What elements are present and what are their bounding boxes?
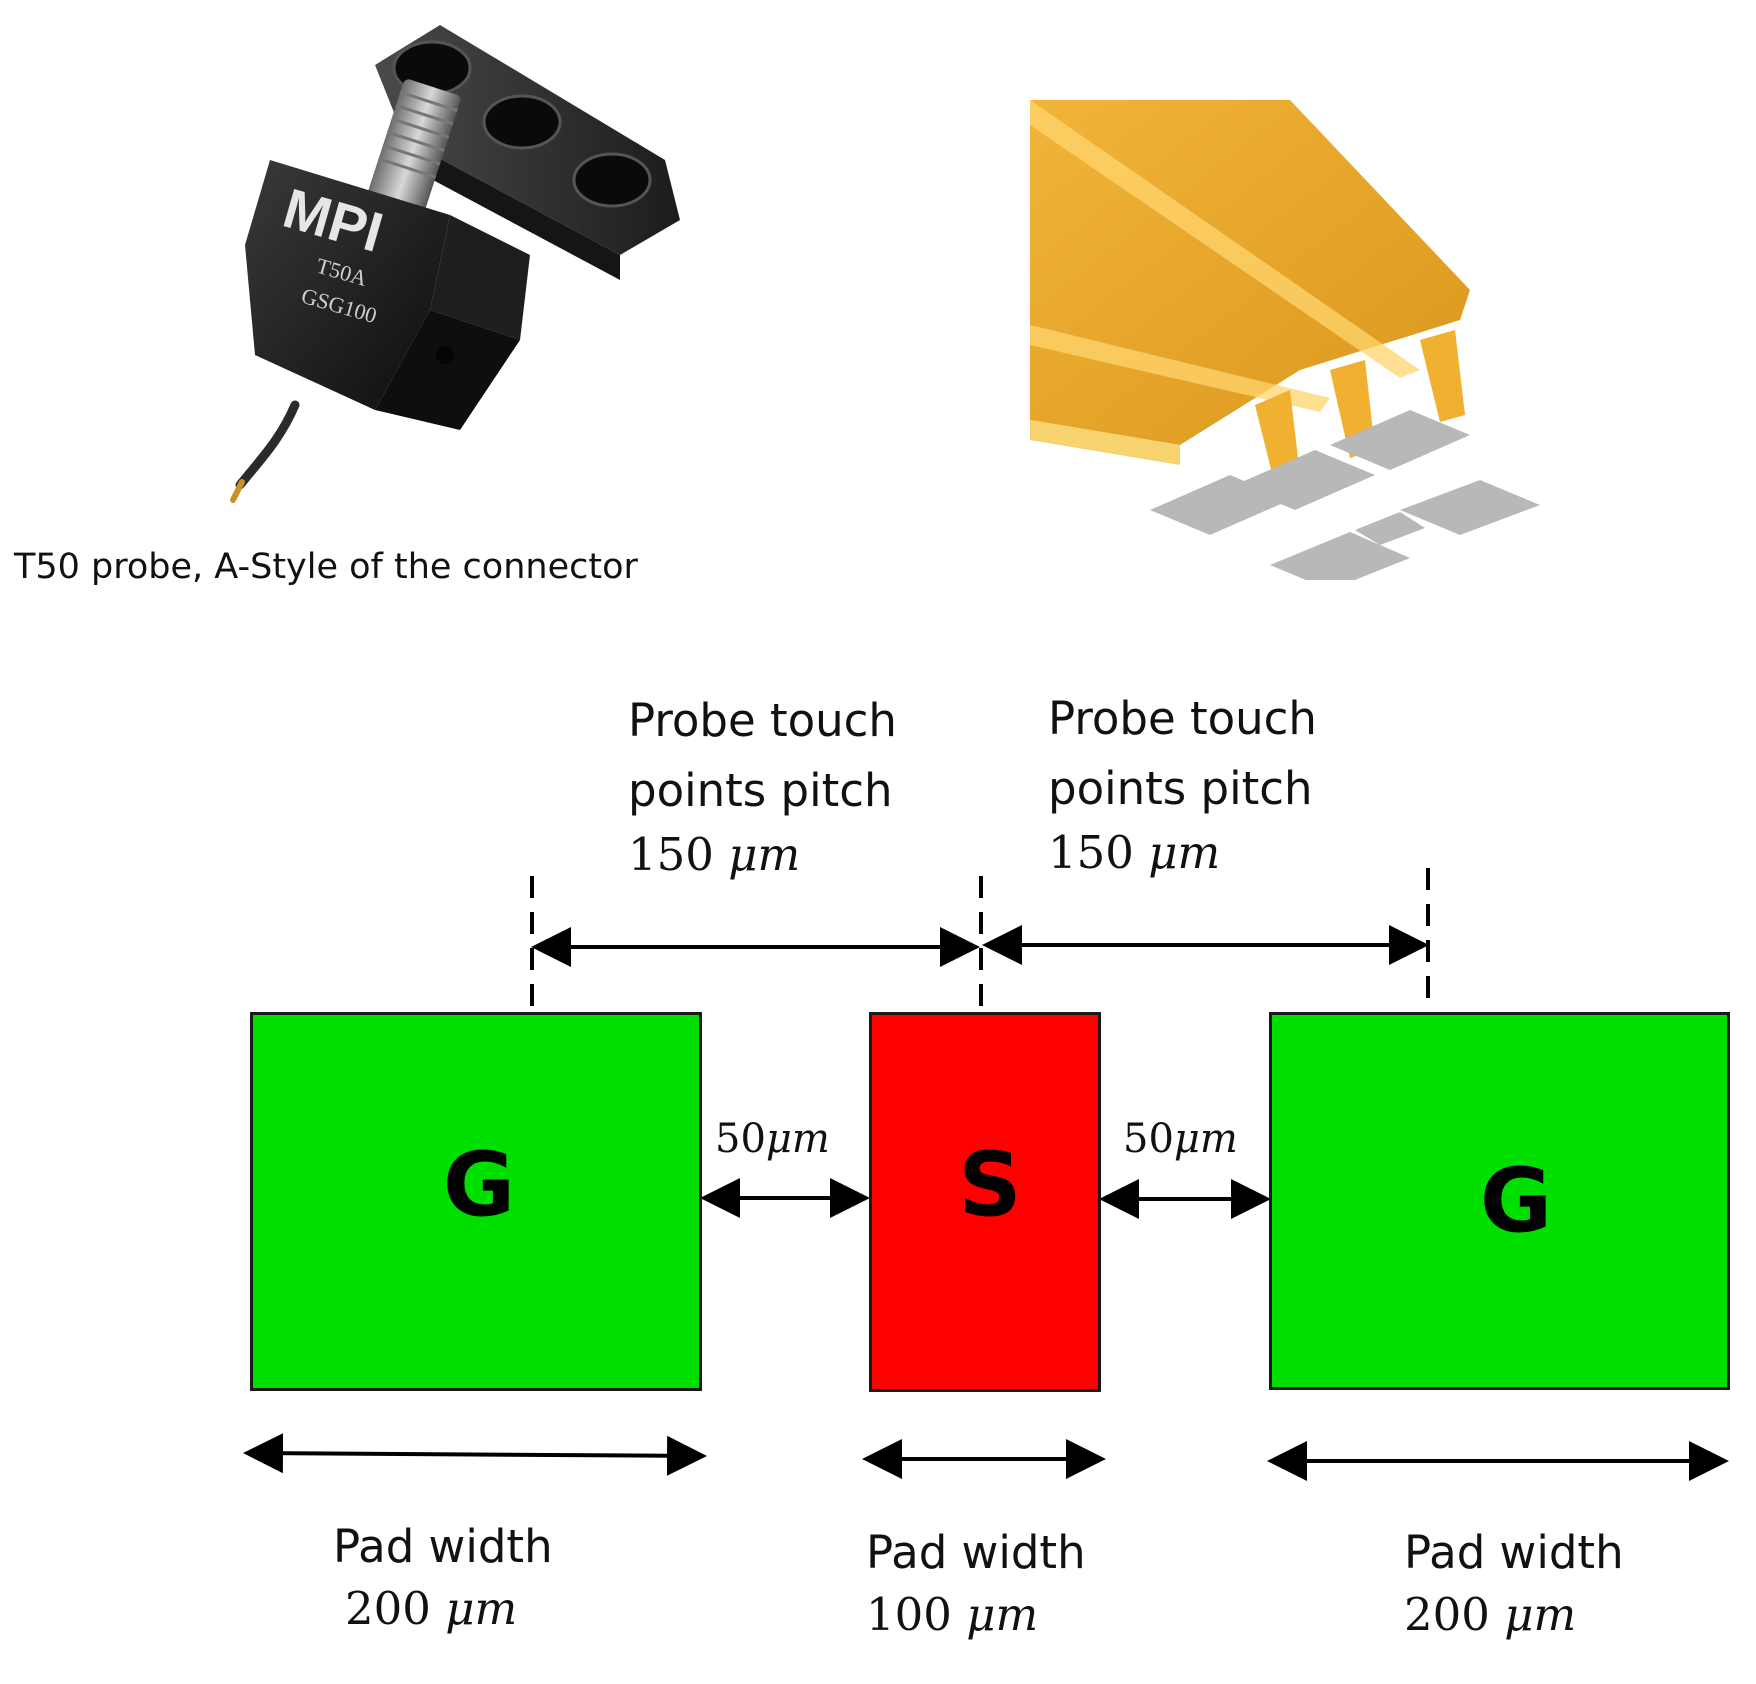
pad-signal: S (869, 1012, 1101, 1392)
pitch-label-2: Probe touch points pitch 150 μm (1048, 684, 1317, 879)
pad-width-label-2: Pad width 100 μm (866, 1518, 1086, 1641)
pitch-line1: Probe touch (1048, 692, 1317, 745)
pad-letter: G (442, 1133, 516, 1237)
pad-width-text: Pad width (333, 1520, 553, 1573)
gap-label-2: 50μm (1123, 1116, 1238, 1162)
pad-grey-3 (1330, 410, 1470, 470)
pad-letter: S (958, 1133, 1022, 1237)
pad-width-text: Pad width (1404, 1526, 1624, 1579)
probe-caption: T50 probe, A-Style of the connector (14, 547, 638, 587)
pad-width-arrow-1 (243, 1433, 707, 1476)
pad-width-value: 200 μm (1404, 1587, 1577, 1641)
pad-width-value: 100 μm (866, 1587, 1039, 1641)
pad-grey-6 (1355, 512, 1425, 545)
probe-photo: MPI T50A GSG100 (230, 25, 680, 503)
gap-label-1: 50μm (715, 1116, 830, 1162)
pad-letter: G (1479, 1149, 1553, 1253)
pitch-label-1: Probe touch points pitch 150 μm (628, 686, 897, 881)
pad-ground-left: G (250, 1012, 702, 1391)
pad-width-text: Pad width (866, 1526, 1086, 1579)
pitch-line1: Probe touch (628, 694, 897, 747)
pad-width-label-1: Pad width 200 μm (333, 1512, 553, 1635)
pitch-line2: points pitch (628, 763, 893, 817)
pad-width-label-3: Pad width 200 μm (1404, 1518, 1624, 1641)
pad-grey-2 (1235, 450, 1375, 510)
pad-width-value: 200 μm (345, 1581, 518, 1635)
pitch-line2: points pitch (1048, 761, 1313, 815)
pad-grey-5 (1400, 480, 1540, 535)
pad-ground-right: G (1269, 1012, 1730, 1390)
pitch-value: 150 μm (628, 827, 801, 881)
probe-tip-illustration (1030, 100, 1540, 580)
pad-grey-4 (1270, 532, 1410, 580)
pitch-value: 150 μm (1048, 825, 1221, 879)
